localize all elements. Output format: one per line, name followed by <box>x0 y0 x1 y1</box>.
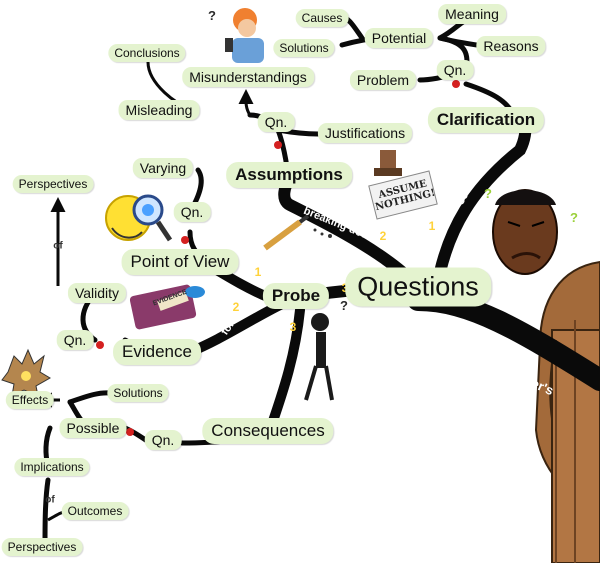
node-perspectives-top: Perspectives <box>12 175 94 193</box>
node-conclusions: Conclusions <box>108 44 186 62</box>
node-misleading: Misleading <box>118 100 200 120</box>
node-qn: Qn. <box>436 60 474 80</box>
order-number: 1 <box>428 219 436 233</box>
node-outcomes: Outcomes <box>61 502 129 520</box>
node-qn: Qn. <box>257 112 295 132</box>
pencil-icon <box>263 214 332 251</box>
node-reasons: Reasons <box>476 36 546 56</box>
connector-of: of <box>53 240 63 252</box>
evidence-book-icon <box>129 284 205 330</box>
node-validity: Validity <box>67 283 127 303</box>
node-justifications: Justifications <box>317 123 413 143</box>
node-solutions-bottom: Solutions <box>107 384 169 402</box>
node-potential: Potential <box>364 28 434 48</box>
question-mark-icon: ? <box>208 8 216 23</box>
node-problem: Problem <box>349 70 417 90</box>
stamp-icon <box>368 150 438 220</box>
node-probe: Probe <box>262 283 330 309</box>
question-mark-icon: ? <box>484 186 492 201</box>
order-number: 3 <box>342 281 349 295</box>
node-varying: Varying <box>132 158 194 178</box>
order-number: 2 <box>379 229 387 243</box>
node-evidence: Evidence <box>113 339 201 365</box>
node-qn: Qn. <box>173 202 211 222</box>
node-causes: Causes <box>295 9 349 27</box>
junction-dots <box>96 80 460 436</box>
node-clarification: Clarification <box>427 107 545 133</box>
node-qn: Qn. <box>56 330 94 350</box>
node-qn: Qn. <box>144 430 182 450</box>
magnifier-smiley-icon <box>105 194 173 242</box>
order-number: 1 <box>254 265 262 279</box>
node-solutions-top: Solutions <box>273 39 335 57</box>
node-effects: Effects <box>5 391 55 409</box>
node-meaning: Meaning <box>438 4 506 24</box>
question-mark-icon: ? <box>340 298 348 313</box>
explosion-icon <box>1 348 51 397</box>
thinker-silhouette-icon <box>304 313 334 401</box>
node-perspectives-bottom: Perspectives <box>1 538 83 556</box>
thinker-figure-icon <box>534 260 600 563</box>
node-misunderstandings: Misunderstandings <box>182 67 314 87</box>
question-mark-icon: ? <box>570 210 578 225</box>
node-point-of-view: Point of View <box>121 249 239 275</box>
node-assumptions: Assumptions <box>226 162 352 188</box>
node-possible: Possible <box>59 418 127 438</box>
order-number: 2 <box>232 300 240 314</box>
order-number: 3 <box>289 320 297 334</box>
connector-of: of <box>45 494 55 506</box>
node-implications: Implications <box>14 458 90 476</box>
phone-lady-icon <box>225 8 264 63</box>
thinker-face-icon <box>492 189 558 275</box>
central-node-questions: Questions <box>345 267 491 307</box>
node-consequences: Consequences <box>202 418 334 444</box>
